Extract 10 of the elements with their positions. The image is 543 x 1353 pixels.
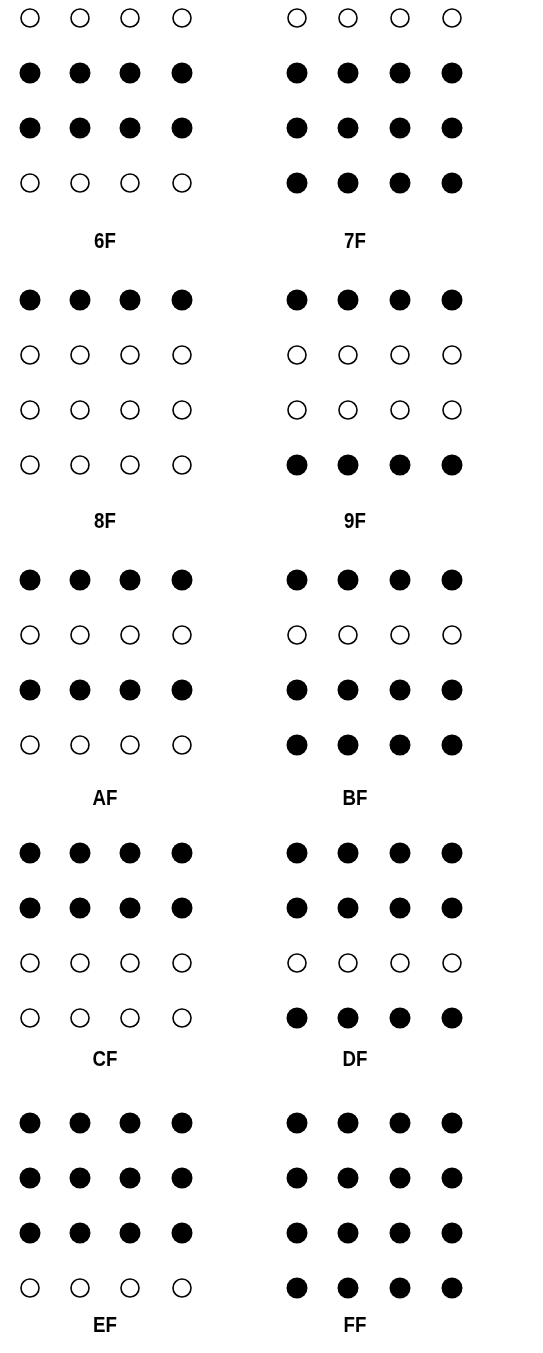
pattern-label: AF	[92, 787, 118, 809]
pattern-label: BF	[342, 787, 368, 809]
pattern-label: 9F	[344, 510, 366, 532]
pattern-label: 6F	[94, 230, 116, 252]
pattern-label: DF	[342, 1048, 368, 1070]
pattern-label: 7F	[344, 230, 366, 252]
pattern-label: 8F	[94, 510, 116, 532]
pattern-label: EF	[93, 1314, 117, 1336]
pattern-label: CF	[92, 1048, 118, 1070]
pattern-label: FF	[343, 1314, 367, 1336]
